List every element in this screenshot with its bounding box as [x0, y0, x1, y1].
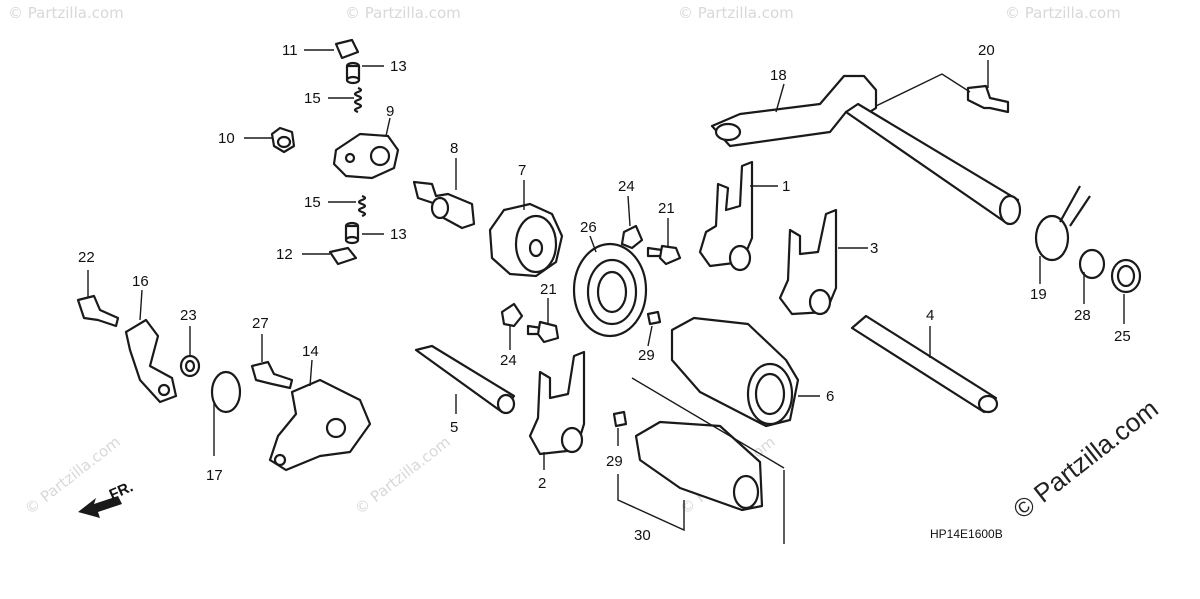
diagram-code: HP14E1600B	[930, 527, 1003, 541]
part-25-washer	[1110, 258, 1142, 294]
part-3-shift-fork	[778, 208, 838, 316]
faint-watermark: © Partzilla.com	[351, 433, 453, 518]
part-14-plate	[268, 378, 372, 472]
callout-26: 26	[580, 219, 597, 236]
part-30-drum-assembly	[634, 420, 764, 512]
part-28-clip	[1078, 248, 1106, 280]
part-10-cap-nut	[270, 126, 296, 154]
callout-20: 20	[978, 42, 995, 59]
callout-numbers: 11 13 15 9 10 15 13 12 8 7 24 21 26 21 2…	[78, 42, 1131, 544]
callout-14: 14	[302, 343, 319, 360]
part-5-fork-shaft	[414, 344, 516, 415]
part-8-pin	[412, 180, 476, 230]
part-21-bolt-lower	[526, 320, 560, 344]
part-21-bolt-upper	[646, 244, 682, 266]
part-15-spring-lower	[357, 194, 367, 218]
part-29-pin-lower	[612, 410, 628, 428]
part-16-stopper-arm	[124, 318, 178, 404]
callout-13: 13	[390, 226, 407, 243]
callout-15: 15	[304, 90, 321, 107]
part-11-cap	[334, 38, 360, 60]
callout-16: 16	[132, 273, 149, 290]
part-6-shift-drum	[670, 316, 800, 428]
callout-3: 3	[870, 240, 878, 257]
faint-watermark: © Partzilla.com	[345, 4, 461, 22]
callout-12: 12	[276, 246, 293, 263]
callout-25: 25	[1114, 328, 1131, 345]
callout-1: 1	[782, 178, 790, 195]
callout-21: 21	[658, 200, 675, 217]
callout-8: 8	[450, 140, 458, 157]
part-22-bolt	[76, 294, 120, 328]
faint-watermark: © Partzilla.com	[678, 4, 794, 22]
part-4-fork-shaft	[850, 314, 999, 414]
callout-24: 24	[500, 352, 517, 369]
callout-11: 11	[282, 42, 298, 59]
callout-19: 19	[1030, 286, 1047, 303]
part-23-washer	[179, 354, 201, 378]
callout-18: 18	[770, 67, 787, 84]
part-7-drum-center	[488, 202, 564, 278]
part-24-plate-upper	[620, 224, 644, 250]
callout-10: 10	[218, 130, 235, 147]
leader-lines	[87, 49, 1125, 544]
callout-29: 29	[638, 347, 655, 364]
callout-21: 21	[540, 281, 557, 298]
faint-watermark: © Partzilla.com	[1005, 4, 1121, 22]
part-15-spring-upper	[353, 86, 363, 114]
faint-watermark: © Partzilla.com	[8, 4, 124, 22]
watermark-partzilla: © Partzilla.com	[1007, 393, 1164, 525]
callout-7: 7	[518, 162, 526, 179]
part-24-plate-lower	[500, 302, 524, 328]
part-9-stopper-body	[332, 132, 400, 180]
part-1-shift-fork	[698, 160, 754, 272]
callout-23: 23	[180, 307, 197, 324]
callout-13: 13	[390, 58, 407, 75]
callout-29: 29	[606, 453, 623, 470]
part-18-shift-spindle	[710, 74, 1022, 226]
callout-15: 15	[304, 194, 321, 211]
callout-27: 27	[252, 315, 269, 332]
part-27-bolt	[250, 360, 294, 390]
front-label: FR.	[107, 478, 136, 503]
part-29-pin-upper	[646, 310, 662, 326]
callout-30: 30	[634, 527, 651, 544]
part-20-bolt	[966, 84, 1010, 114]
part-17-spring	[210, 370, 242, 432]
callout-24: 24	[618, 178, 635, 195]
callout-2: 2	[538, 475, 546, 492]
part-13-plunger-upper	[345, 61, 361, 85]
front-direction-arrow: FR.	[78, 478, 136, 518]
callout-28: 28	[1074, 307, 1091, 324]
part-2-shift-fork	[528, 350, 586, 456]
callout-9: 9	[386, 103, 394, 120]
callout-17: 17	[206, 467, 223, 484]
part-13-plunger-lower	[344, 221, 360, 245]
part-12-cap	[328, 246, 358, 266]
callout-6: 6	[826, 388, 834, 405]
callout-22: 22	[78, 249, 95, 266]
callout-4: 4	[926, 307, 934, 324]
part-19-spring	[1034, 185, 1091, 262]
callout-5: 5	[450, 419, 458, 436]
part-26-bearing	[572, 242, 648, 338]
